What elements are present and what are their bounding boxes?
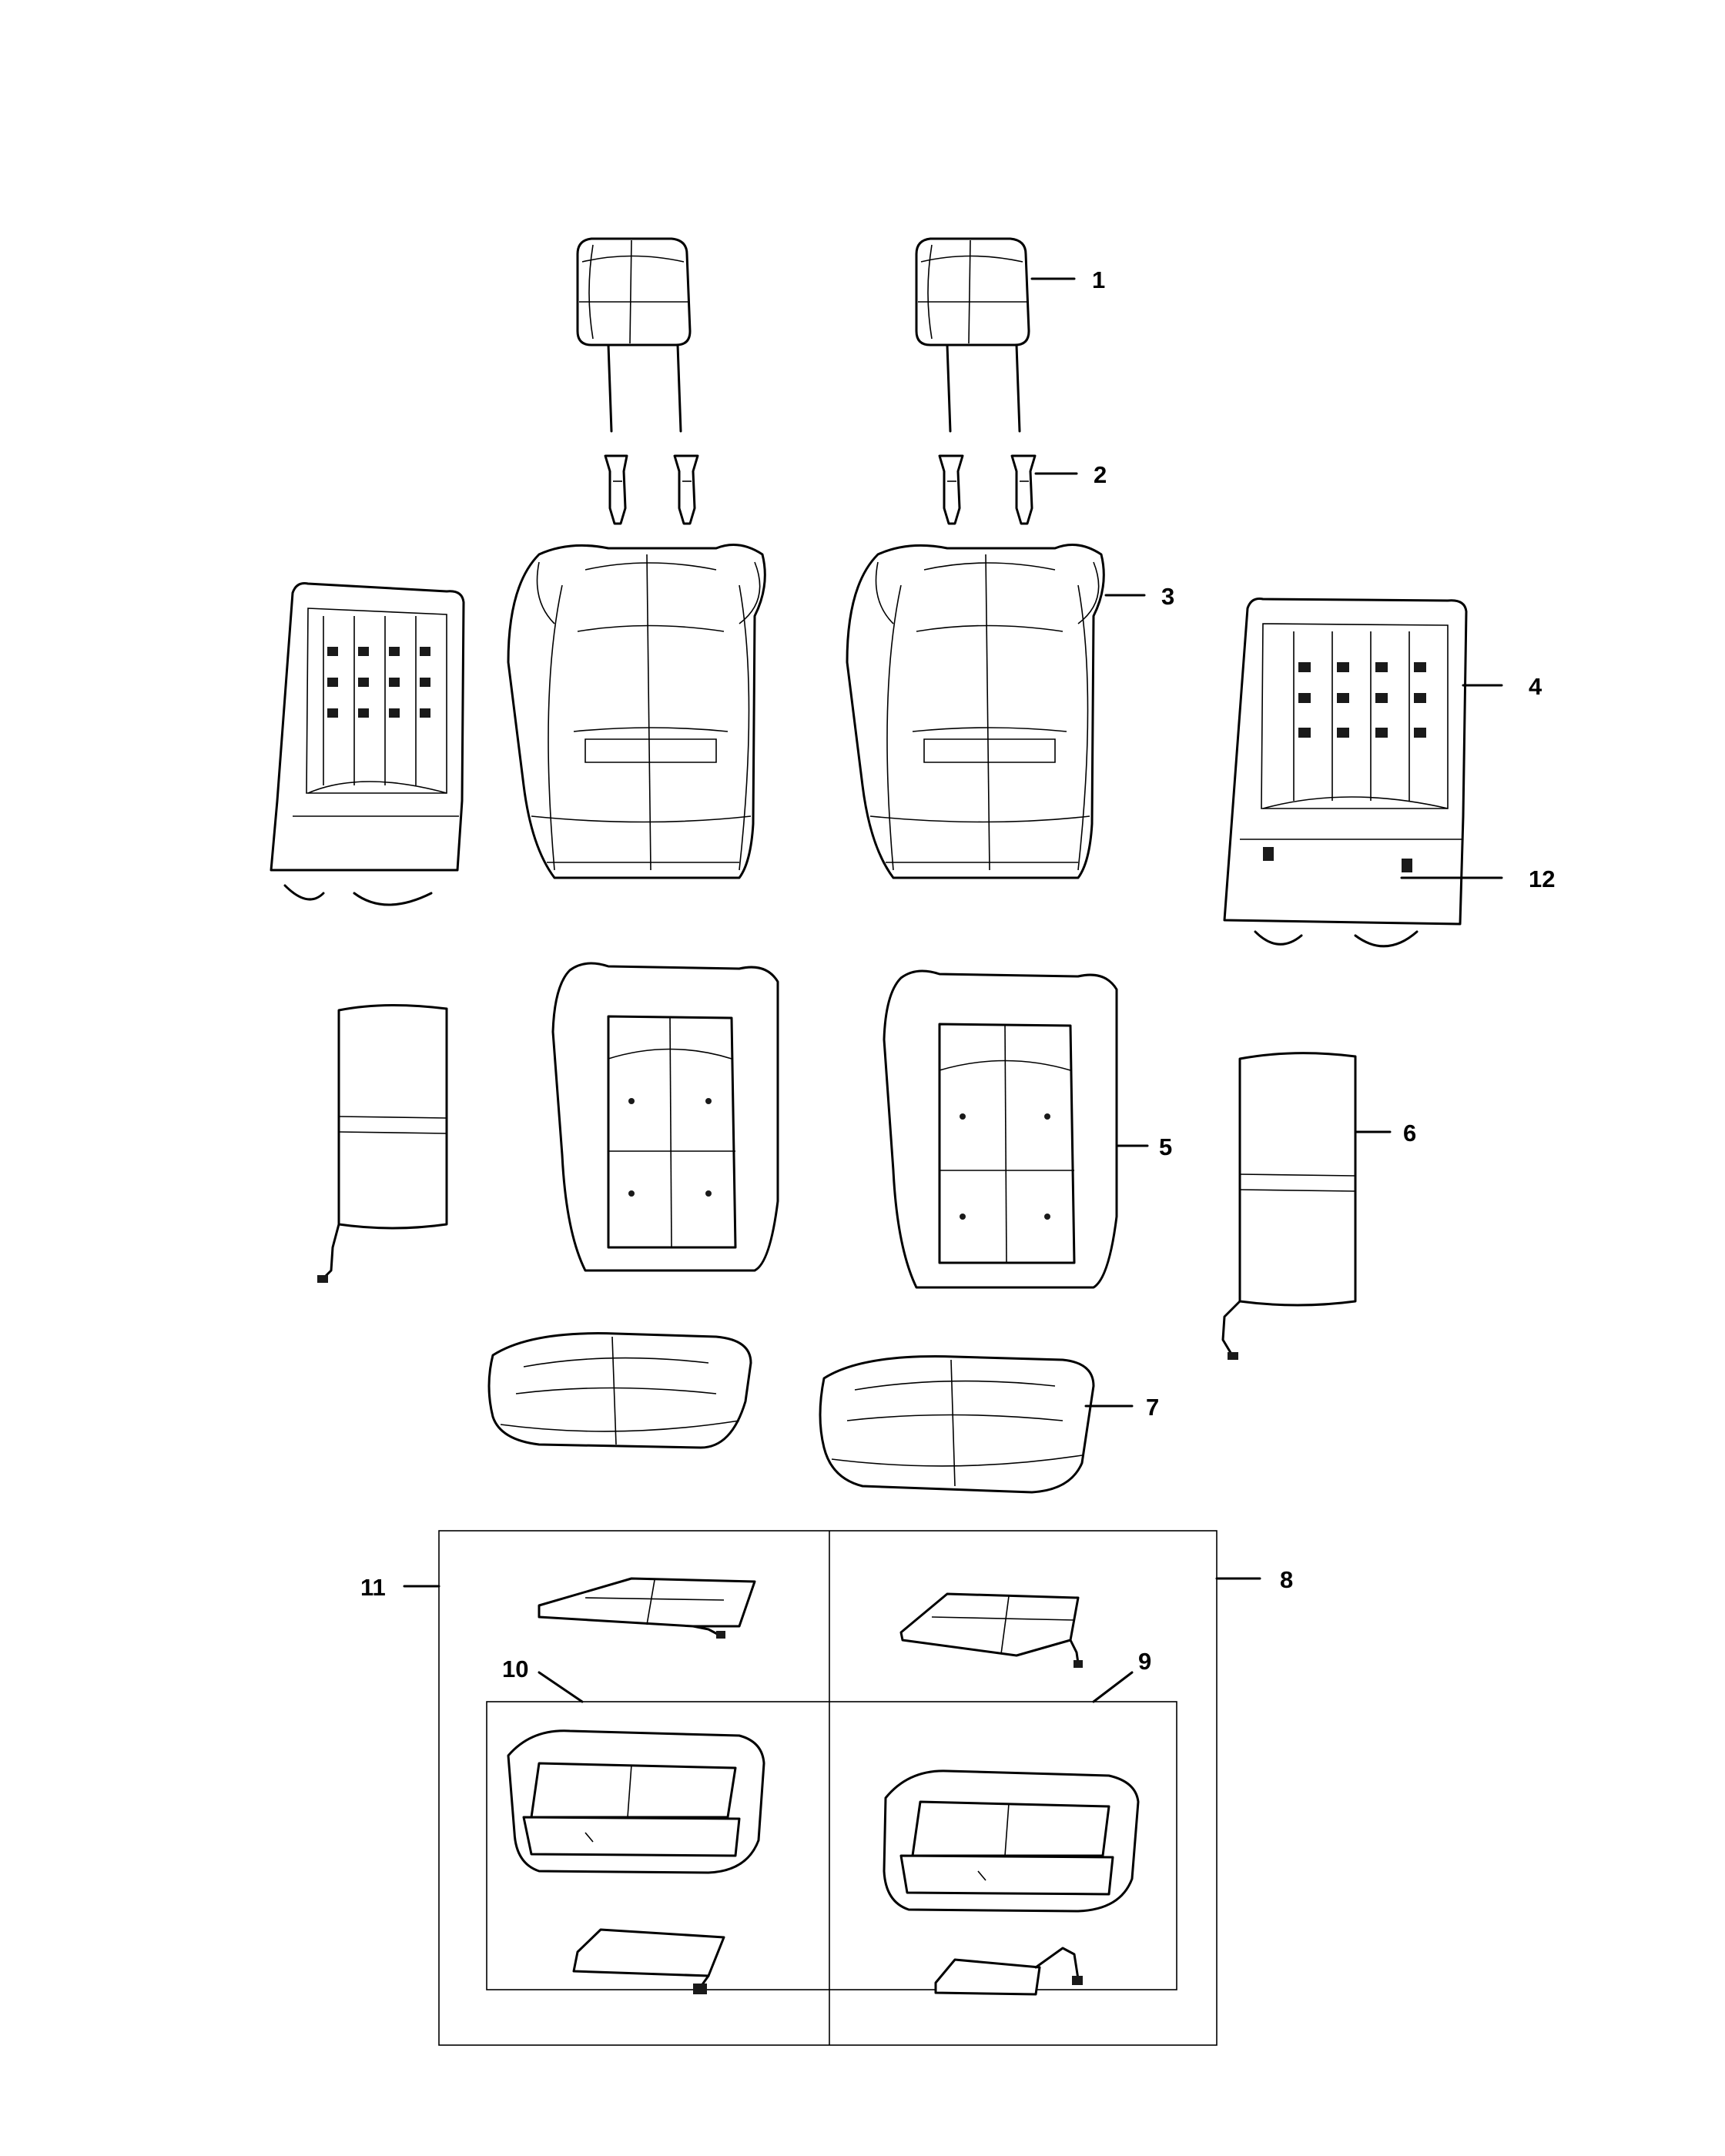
headrest-left	[576, 237, 692, 433]
callout-11: 11	[360, 1574, 386, 1601]
callout-1: 1	[1092, 266, 1105, 293]
headrest-guides-left	[604, 454, 699, 525]
seat-cushion-cover-left	[487, 1332, 752, 1449]
seat-back-frame-left	[270, 582, 465, 906]
seat-back-cover-right	[846, 544, 1105, 879]
seat-cushion-frame-right	[883, 1769, 1140, 1913]
leader-lines	[403, 277, 1503, 1703]
occupant-sensor-left	[572, 1928, 725, 1994]
callout-3: 3	[1161, 583, 1174, 610]
cushion-heater-mat-left	[538, 1577, 756, 1639]
headrest-guides-right	[938, 454, 1037, 525]
seat-cushion-cover-right	[819, 1355, 1095, 1494]
headrest-right	[915, 237, 1030, 433]
seat-back-frame-right	[1223, 598, 1468, 948]
seat-back-foam-left	[551, 962, 779, 1272]
seat-back-cover-left	[507, 544, 766, 879]
callout-10: 10	[502, 1656, 528, 1682]
callout-labels: 1 2 3 4 5 6 7 8 9 10 11 12	[360, 266, 1555, 1682]
seat-back-foam-right	[883, 969, 1118, 1289]
callout-6: 6	[1403, 1120, 1416, 1147]
back-heater-left	[317, 1003, 448, 1283]
cushion-heater-mat-right	[899, 1592, 1083, 1668]
callout-5: 5	[1159, 1133, 1172, 1160]
callout-7: 7	[1146, 1394, 1159, 1421]
seat-cushion-frame-left	[507, 1729, 765, 1874]
back-heater-right	[1221, 1052, 1357, 1360]
occupant-sensor-right	[934, 1947, 1083, 1996]
callout-2: 2	[1094, 461, 1107, 488]
callout-8: 8	[1280, 1566, 1293, 1593]
callout-4: 4	[1529, 673, 1542, 700]
callout-12: 12	[1529, 865, 1555, 892]
callout-9: 9	[1138, 1648, 1151, 1675]
kit-box-outer	[438, 1530, 1218, 2046]
